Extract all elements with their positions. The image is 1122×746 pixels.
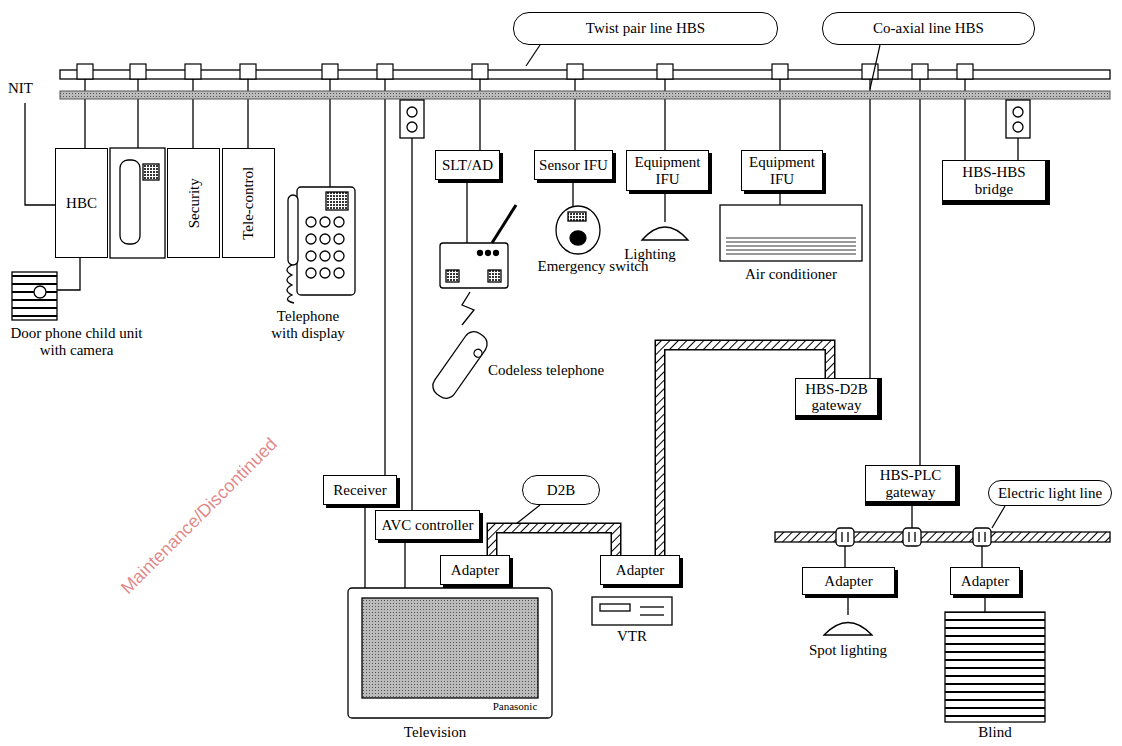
device-label: Television [375, 724, 495, 741]
device-label: Telephone with display [262, 308, 354, 343]
callout-bubble: Co-axial line HBS [822, 12, 1035, 45]
gateway-box: HBS-D2B gateway [795, 378, 882, 420]
device-label: VTR [602, 628, 662, 645]
node-text: Adapter [616, 562, 664, 579]
node-text: Twist pair line HBS [586, 20, 705, 37]
watermark: Maintenance/Discontinued [117, 442, 273, 598]
node-text: HBS-HBS bridge [947, 164, 1041, 197]
interface-box: SLT/AD [435, 150, 500, 180]
gateway-box: HBS-PLC gateway [865, 465, 960, 506]
d2b-cable [492, 528, 616, 555]
node-text: Adapter [824, 573, 872, 590]
d2b-cable [660, 345, 830, 555]
unit-box: Security [167, 148, 220, 258]
adapter-box: Adapter [440, 555, 510, 585]
device-label: Door phone child unit with camera [4, 325, 149, 360]
coaxial-bus [60, 91, 1110, 99]
callout-bubble: D2B [522, 475, 600, 505]
node-text: HBS-D2B gateway [800, 381, 873, 414]
device-label: Codeless telephone [488, 362, 620, 379]
node-text: Equipment IFU [631, 154, 704, 187]
node-text: HBS-PLC gateway [870, 467, 951, 500]
node-text: Security [185, 178, 202, 228]
device-label: Lighting [618, 246, 682, 263]
device-box: AVC controller [375, 510, 480, 540]
device-box: Receiver [323, 475, 397, 505]
node-text: SLT/AD [442, 157, 493, 174]
adapter-box: Adapter [600, 555, 680, 585]
node-text: Receiver [333, 482, 386, 499]
adapter-box: Adapter [950, 567, 1020, 595]
interface-box: Sensor IFU [534, 150, 613, 180]
node-text: Tele-control [240, 166, 257, 239]
device-label: Air conditioner [726, 266, 856, 283]
adapter-box: Adapter [802, 567, 895, 595]
callout-bubble: Twist pair line HBS [513, 12, 778, 45]
device-label: Spot lighting [790, 642, 906, 659]
node-text: Sensor IFU [539, 157, 608, 174]
node-text: AVC controller [382, 517, 474, 534]
callout-bubble: Electric light line [988, 480, 1112, 506]
controller-box: HBC [55, 148, 108, 258]
port-label: NIT [8, 80, 38, 97]
node-text: Adapter [961, 573, 1009, 590]
interface-box: Equipment IFU [741, 150, 823, 191]
node-text: Adapter [451, 562, 499, 579]
gateway-box: HBS-HBS bridge [942, 160, 1050, 205]
node-text: Equipment IFU [746, 154, 818, 187]
unit-box: Tele-control [222, 148, 275, 258]
device-label: Blind [955, 724, 1035, 741]
brand-label: Panasonic [480, 700, 550, 713]
node-text: HBC [66, 195, 97, 212]
interface-box: Equipment IFU [626, 150, 709, 191]
twisted-pair-bus [60, 70, 1110, 79]
node-text: Electric light line [998, 485, 1102, 502]
node-text: Co-axial line HBS [873, 20, 984, 37]
node-text: D2B [547, 482, 575, 499]
